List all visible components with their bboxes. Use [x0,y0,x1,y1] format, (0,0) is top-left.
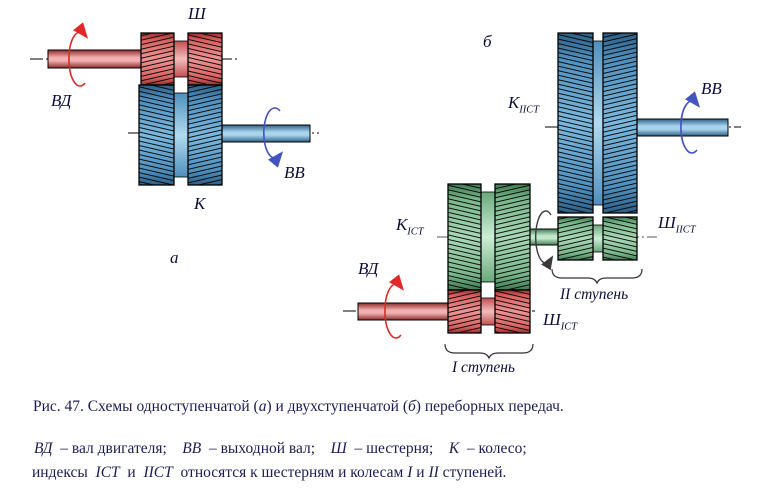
legend-segment: I [407,464,413,481]
stage2-wheel-label: КIIСТ [508,93,539,115]
scheme-label-a: а [170,248,179,267]
wheel-label-a: К [194,194,206,213]
stage2-pinion-gear [557,216,638,261]
output-shaft-b [636,118,729,137]
stage2-pinion-label-main: Ш [658,213,676,232]
stage1-wheel-gear [447,183,531,291]
output-shaft-label-b: ВВ [701,79,722,98]
legend-segment: ступеней. [438,464,507,481]
motor-shaft-label-b: ВД [358,259,379,278]
legend-segment: и [119,464,144,481]
pinion-label-a: Ш [188,4,206,23]
stage1-pinion-label: ШIСТ [543,310,577,332]
intermediate-shaft [527,228,561,246]
motor-rotation-arrow-b [384,274,404,339]
stage1-wheel-label-sub: IСТ [407,226,424,238]
motor-rotation-arrow [68,22,88,87]
legend-segment: ВД [34,440,53,457]
legend-segment: К [448,440,460,457]
legend-segment: относятся к шестерням и колесам [172,464,408,481]
stage1-pinion-label-main: Ш [543,310,561,329]
legend-segment: IIСТ [143,464,173,481]
motor-shaft [47,49,143,69]
motor-shaft-b [357,302,451,321]
legend-segment: – выходной вал; [201,440,331,457]
legend-segment: индексы [32,464,96,481]
stage2-wheel-label-sub: IIСТ [519,104,540,116]
caption-segment: ) переборных передач. [415,398,564,415]
stage2-pinion-label-sub: IIСТ [675,224,696,236]
legend-segment: IСТ [95,464,120,481]
gear-schemes-drawing [30,22,741,360]
panel-b-diagram [343,32,741,360]
legend-segment: и [412,464,429,481]
caption-segment: а [258,398,267,415]
wheel-gear [138,84,223,186]
legend-segment: II [428,464,439,481]
stage2-brace [551,268,643,285]
caption-segment: б [407,398,416,415]
motor-shaft-label-a: ВД [51,91,72,110]
output-shaft [221,124,311,143]
legend-line2: индексы IСТ и IIСТ относятся к шестерням… [32,464,506,482]
stage1-label: I ступень [452,359,515,376]
output-shaft-label-a: ВВ [284,163,305,182]
legend-line1: ВД – вал двигателя; ВВ – выходной вал; Ш… [34,440,527,458]
stage1-wheel-label: КIСТ [396,215,424,237]
stage2-wheel-gear [557,32,638,214]
caption-segment: Рис. 47. Схемы одноступенчатой ( [33,398,259,415]
output-rotation-arrow-b [680,91,701,154]
legend-segment: – колесо; [459,440,527,457]
legend-segment: Ш [330,440,347,457]
stage1-wheel-label-main: К [396,215,408,234]
stage1-pinion-gear [447,289,531,334]
caption-segment: ) и двухступенчатой ( [266,398,408,415]
pinion-gear [140,32,223,86]
scheme-label-b: б [483,32,492,51]
intermediate-rotation-arrow [535,210,554,271]
stage2-wheel-label-main: К [508,93,520,112]
stage2-pinion-label: ШIIСТ [658,213,696,235]
legend-segment: ВВ [182,440,202,457]
stage2-label: II ступень [560,286,629,303]
panel-a-diagram [30,22,319,186]
output-rotation-arrow [263,107,284,168]
legend-segment: – вал двигателя; [52,440,183,457]
stage1-brace [444,343,534,360]
figure-caption-line1: Рис. 47. Схемы одноступенчатой (а) и дву… [33,398,564,416]
legend-segment: – шестерня; [346,440,449,457]
stage1-pinion-label-sub: IСТ [560,321,578,333]
